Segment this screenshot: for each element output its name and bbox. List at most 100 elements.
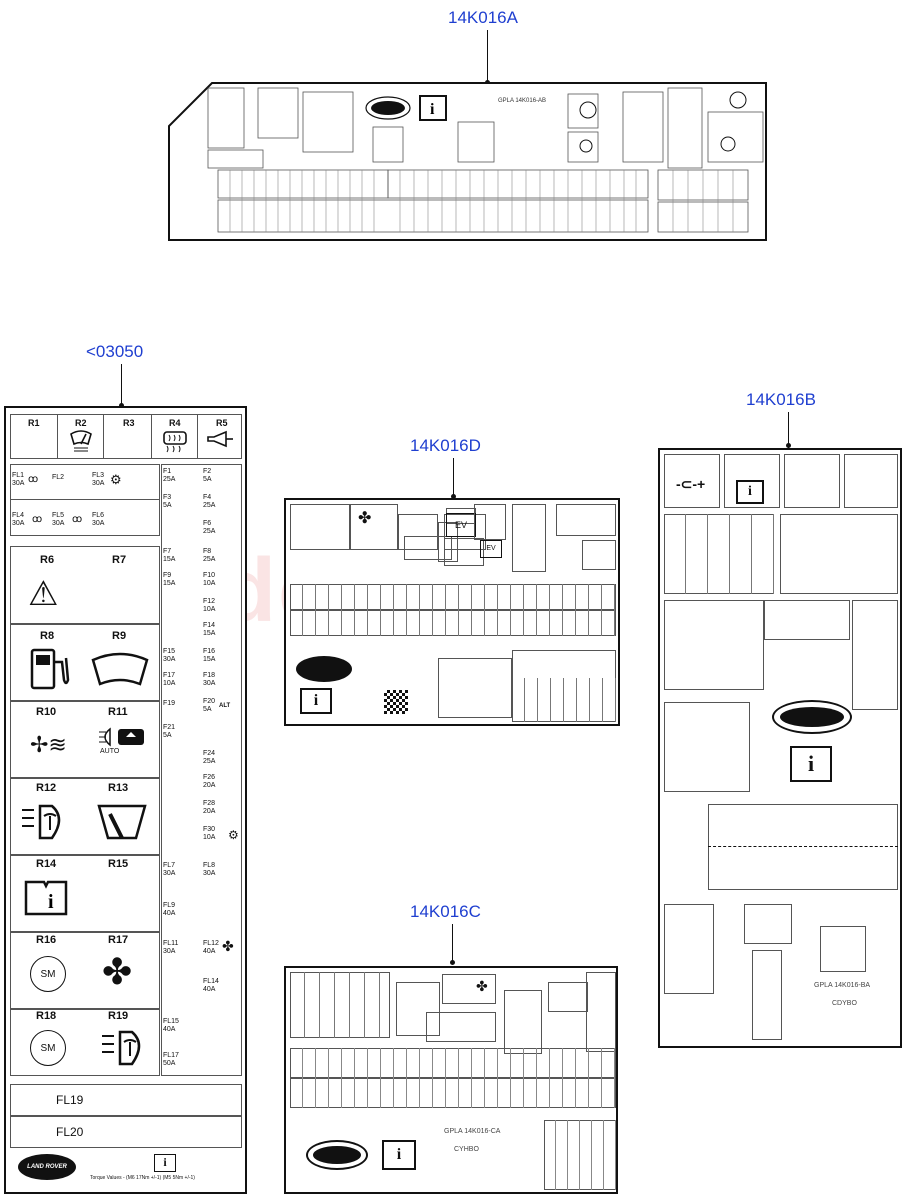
fuse-box-14k016d[interactable]: ✤ EV EV i [284, 498, 620, 726]
relay-label: R9 [112, 630, 127, 642]
fuse-label: F19 [163, 700, 176, 707]
gear-icon: ⚙ [228, 828, 239, 842]
fl-label: FL8 [203, 862, 216, 869]
fuse-box-14k016c[interactable]: ✤ i GPLA 14K016-CA CYHBO [284, 966, 618, 1194]
leader-dot-b [786, 443, 791, 448]
fl20-label: FL20 [56, 1125, 84, 1139]
relay-label: R7 [112, 554, 127, 566]
fl-amp: 30A [92, 480, 105, 487]
relay-label: R5 [216, 418, 228, 428]
fuse-column [161, 464, 242, 1076]
fl-label: FL15 [163, 1018, 179, 1025]
fuse-box-14k016a[interactable]: i GPLA 14K016-AB [168, 82, 768, 242]
fuse-amp: 5A [203, 476, 212, 483]
fl20-row [10, 1116, 242, 1148]
fl-label: FL12 [203, 940, 219, 947]
callout-14k016a[interactable]: 14K016A [448, 8, 518, 27]
fan-icon: ✤ [358, 510, 372, 527]
relay-label: R10 [36, 706, 57, 718]
land-rover-logo [296, 656, 352, 682]
fl-amp: 40A [203, 948, 216, 955]
fuse-label: F4 [203, 494, 212, 501]
relay-label: R18 [36, 1010, 57, 1022]
fl-label: FL17 [163, 1052, 179, 1059]
fl-amp: 40A [163, 910, 176, 917]
fl-amp: 30A [92, 520, 105, 527]
heater-coil-icon: ꝏ [32, 514, 43, 525]
fuse-box-14k016b[interactable]: -⊂-+ i i GPLA 14K016-BA CDYBO [658, 448, 902, 1048]
fuse-label: F9 [163, 572, 172, 579]
panel-c-code: CYHBO [454, 1146, 479, 1153]
fuse-label: F1 [163, 468, 172, 475]
torque-values: Torque Values - (M6 17Nm +/-1) (M5 5Nm +… [90, 1175, 195, 1181]
manual-info-icon: i [382, 1140, 416, 1170]
auto-headlamp-icon [99, 727, 144, 747]
fuse-amp: 10A [203, 580, 216, 587]
relay-label: R19 [108, 1010, 129, 1022]
wiper-icon [70, 430, 92, 452]
fuse-amp: 25A [203, 758, 216, 765]
land-rover-logo: LAND ROVER [18, 1154, 76, 1180]
fuse-legend-card[interactable]: R1 R2 R3 R4 R5 FL1 30A FL2 FL3 30A FL4 3… [4, 406, 247, 1194]
callout-14k016b[interactable]: 14K016B [746, 390, 816, 409]
fan-icon: ✤ [476, 978, 488, 994]
leader-dot-d [451, 494, 456, 499]
fuse-amp: 10A [163, 680, 176, 687]
fl-label: FL2 [52, 474, 65, 481]
relay-label: R11 [108, 706, 128, 718]
blower-airflow-icon: ✢≋ [30, 732, 67, 757]
callout-03050[interactable]: <03050 [86, 342, 144, 361]
fl-amp: 30A [163, 948, 176, 955]
sm-icon: SM [30, 956, 66, 992]
fuse-amp: 5A [163, 502, 172, 509]
fl-label: FL5 [52, 512, 65, 519]
callout-14k016d[interactable]: 14K016D [410, 436, 481, 455]
fuse-amp: 5A [163, 732, 172, 739]
fuse-amp: 10A [203, 834, 216, 841]
fuse-label: F15 [163, 648, 176, 655]
fl-label: FL4 [12, 512, 25, 519]
svg-text:i: i [430, 101, 435, 118]
panel-b-code: CDYBO [832, 1000, 857, 1007]
fl-label: FL7 [163, 862, 176, 869]
manual-info-icon: i [790, 746, 832, 782]
fuse-amp: 25A [163, 476, 176, 483]
fl-amp: 30A [12, 480, 25, 487]
leader-dot-c [450, 960, 455, 965]
fl-amp: 30A [52, 520, 65, 527]
svg-text:i: i [48, 891, 54, 913]
fuse-label: F2 [203, 468, 212, 475]
fuse-label: F16 [203, 648, 216, 655]
relay-grid [10, 546, 160, 1076]
auto-label: AUTO [100, 748, 120, 755]
fuse-amp: 15A [203, 630, 216, 637]
fuse-amp: 25A [203, 502, 216, 509]
heater-coil-icon: ꝏ [28, 474, 39, 485]
engine-warning-icon: ⚠ [28, 575, 59, 613]
ev-icon: EV [446, 513, 476, 537]
fan-icon: ✤ [102, 951, 133, 992]
fl-amp: 50A [163, 1060, 176, 1067]
manual-info-icon: i [736, 480, 764, 504]
fuse-amp: 25A [203, 528, 216, 535]
leader-line-c [452, 924, 453, 964]
leader-line-d [453, 458, 454, 498]
fl-amp: 30A [163, 870, 176, 877]
fuse-amp: 15A [203, 656, 216, 663]
callout-14k016c[interactable]: 14K016C [410, 902, 481, 921]
fuse-label: F20 [203, 698, 216, 705]
data-matrix-code [384, 690, 408, 714]
fl-amp: 30A [12, 520, 25, 527]
fuse-amp: 10A [203, 606, 216, 613]
fuse-slots [290, 1048, 616, 1108]
relay-label: R15 [108, 858, 129, 870]
panel-a-part-label: GPLA 14K016-AB [498, 98, 546, 104]
relay-label: R13 [108, 782, 129, 794]
relay-label: R3 [123, 418, 135, 428]
fuse-label: F24 [203, 750, 216, 757]
fuse-label: F8 [203, 548, 212, 555]
fl-amp: 30A [203, 870, 216, 877]
fuse-amp: 20A [203, 808, 216, 815]
fl-label: FL9 [163, 902, 176, 909]
fl19-label: FL19 [56, 1093, 84, 1107]
